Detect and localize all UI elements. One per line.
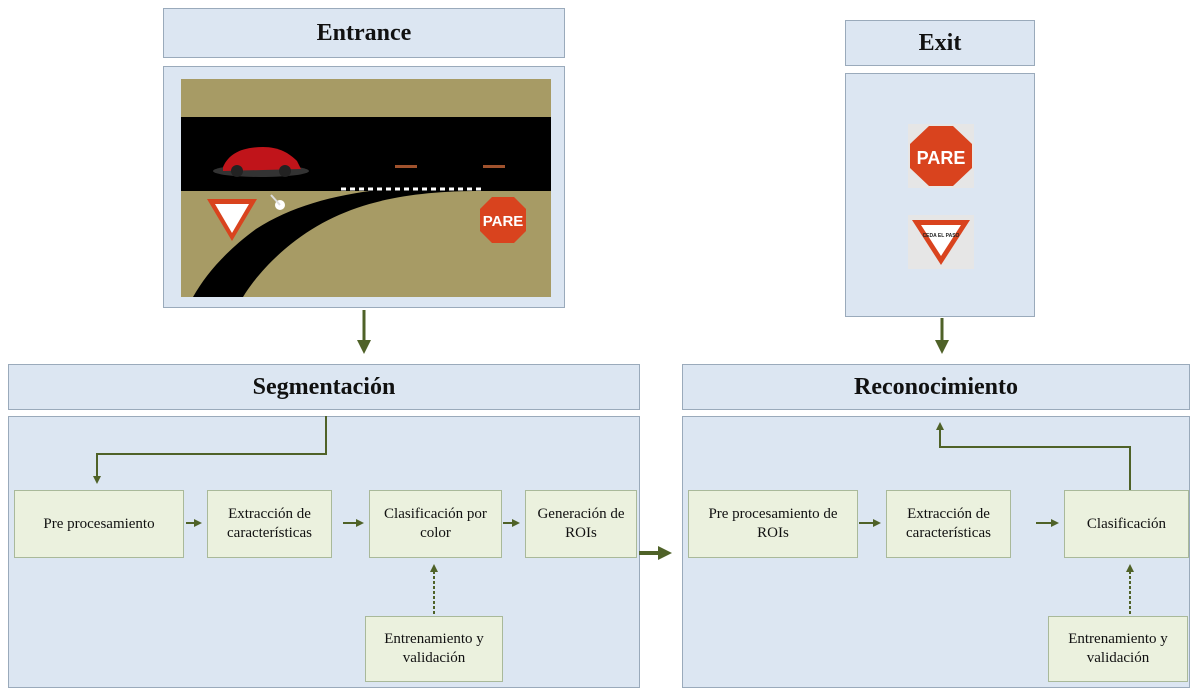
stop-sign-icon xyxy=(480,197,526,243)
seg-extraccion-box: Extracción de características xyxy=(207,490,332,558)
stop-sign-icon: PARE xyxy=(910,126,972,186)
reconocimiento-header: Reconocimiento xyxy=(682,364,1190,410)
seg-entrenamiento-box: Entrenamiento y validación xyxy=(365,616,503,682)
yield-sign-thumbnail: CEDA EL PASO xyxy=(908,215,974,269)
rec-entrenamiento-box: Entrenamiento y validación xyxy=(1048,616,1188,682)
road-scene-image: PARE xyxy=(181,79,551,297)
segmentacion-header: Segmentación xyxy=(8,364,640,410)
car-icon xyxy=(213,147,309,177)
seg-preprocesamiento-box: Pre procesamiento xyxy=(14,490,184,558)
exit-yield-label: CEDA EL PASO xyxy=(923,233,960,239)
exit-header: Exit xyxy=(845,20,1035,66)
yield-sign-icon: CEDA EL PASO xyxy=(912,220,970,265)
exit-panel: PARE CEDA EL PASO xyxy=(845,73,1035,317)
yield-sign-icon xyxy=(207,199,257,241)
rec-clasificacion-box: Clasificación xyxy=(1064,490,1189,558)
stop-sign-thumbnail: PARE xyxy=(908,124,974,188)
seg-clasificacion-box: Clasificación por color xyxy=(369,490,502,558)
rec-preprocesamiento-box: Pre procesamiento de ROIs xyxy=(688,490,858,558)
exit-stop-label: PARE xyxy=(917,148,966,168)
seg-generacion-box: Generación de ROIs xyxy=(525,490,637,558)
rec-extraccion-box: Extracción de características xyxy=(886,490,1011,558)
scene-stop-label: PARE xyxy=(483,213,524,230)
entrance-panel: PARE xyxy=(163,66,565,308)
entrance-header: Entrance xyxy=(163,8,565,58)
